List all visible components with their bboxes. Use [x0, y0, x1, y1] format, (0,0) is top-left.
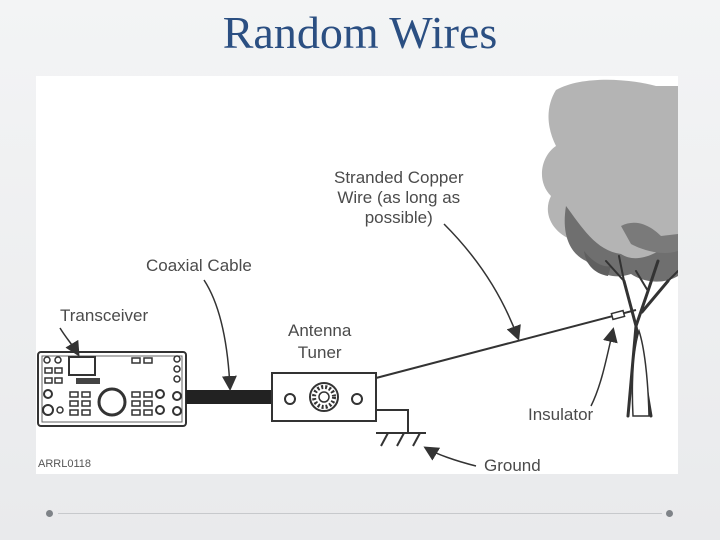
- ground-symbol-icon: [376, 409, 426, 447]
- tree-icon: [541, 79, 678, 418]
- label-coaxial-cable: Coaxial Cable: [146, 256, 252, 275]
- arrow-to-insulator: [590, 327, 618, 407]
- label-credit: ARRL0118: [38, 458, 91, 470]
- arrow-to-transceiver: [59, 327, 80, 357]
- arrow-to-wire: [443, 223, 521, 341]
- left-nav-dot: [46, 510, 53, 517]
- slide-title: Random Wires: [222, 7, 498, 58]
- label-antenna-tuner: Antenna Tuner: [288, 321, 352, 362]
- antenna-diagram: Stranded Copper Wire (as long as possibl…: [36, 76, 678, 474]
- coaxial-cable-line: [186, 390, 272, 404]
- arrow-to-coax: [203, 279, 237, 391]
- antenna-tuner-icon: [271, 372, 377, 422]
- right-nav-dot: [666, 510, 673, 517]
- label-stranded-wire: Stranded Copper Wire (as long as possibl…: [334, 168, 463, 228]
- diagram-drawing: [37, 79, 678, 467]
- label-stranded-wire-text: Stranded Copper Wire (as long as possibl…: [334, 168, 464, 227]
- transceiver-icon: [37, 351, 187, 427]
- label-transceiver: Transceiver: [60, 306, 149, 325]
- arrow-to-ground: [423, 446, 477, 467]
- label-insulator: Insulator: [528, 405, 594, 424]
- stranded-wire-line: [375, 309, 637, 379]
- footer-divider: [58, 513, 662, 514]
- insulator-icon: [610, 309, 626, 321]
- label-ground: Ground: [484, 456, 541, 474]
